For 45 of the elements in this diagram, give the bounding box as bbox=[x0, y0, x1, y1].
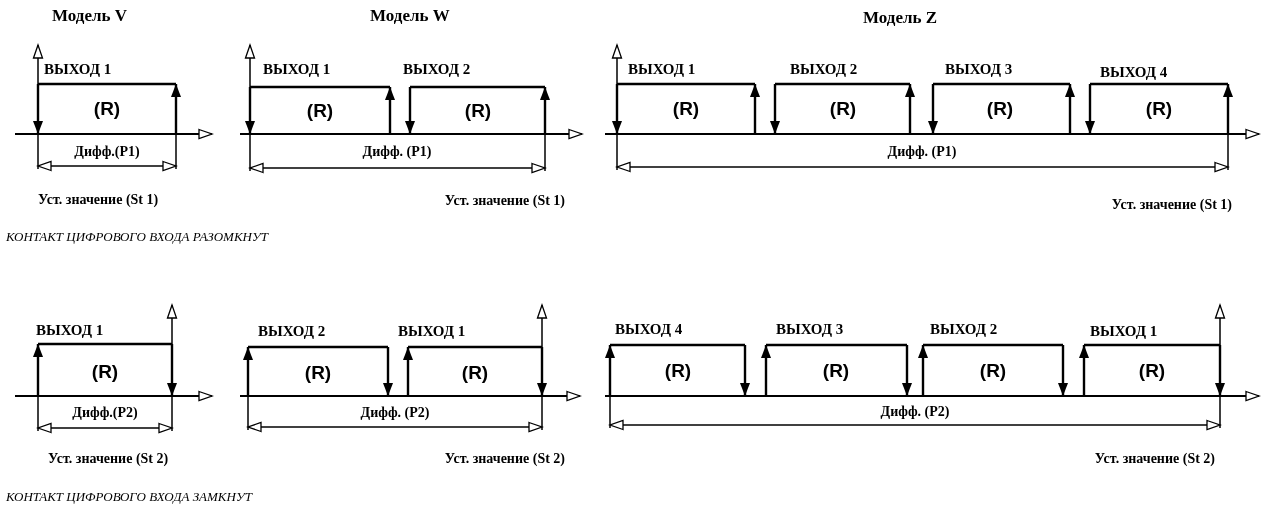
relay-label: (R) bbox=[304, 362, 332, 384]
output-label: ВЫХОД 3 bbox=[776, 321, 844, 338]
output-label: ВЫХОД 4 bbox=[615, 321, 683, 338]
relay-label: (R) bbox=[979, 360, 1007, 382]
setpoint-label: Уст. значение (St 2) bbox=[444, 451, 565, 467]
model-title: Модель W bbox=[370, 6, 450, 26]
output-label: ВЫХОД 2 bbox=[790, 61, 858, 78]
differential-label: Дифф.(P2) bbox=[70, 405, 140, 421]
relay-label: (R) bbox=[664, 360, 692, 382]
relay-label: (R) bbox=[91, 361, 119, 383]
output-label: ВЫХОД 2 bbox=[930, 321, 998, 338]
relay-label: (R) bbox=[93, 98, 121, 120]
output-label: ВЫХОД 1 bbox=[628, 61, 696, 78]
setpoint-label: Уст. значение (St 1) bbox=[1111, 197, 1232, 213]
differential-label: Дифф. (P2) bbox=[878, 404, 952, 420]
output-label: ВЫХОД 2 bbox=[403, 61, 471, 78]
output-label: ВЫХОД 1 bbox=[1090, 323, 1158, 340]
model-title: Модель Z bbox=[863, 8, 938, 28]
caption-note: КОНТАКТ ЦИФРОВОГО ВХОДА РАЗОМКНУТ bbox=[6, 229, 268, 245]
differential-label: Дифф.(P1) bbox=[72, 144, 142, 160]
setpoint-label: Уст. значение (St 1) bbox=[38, 192, 159, 208]
model-title: Модель V bbox=[52, 6, 128, 26]
setpoint-label: Уст. значение (St 2) bbox=[48, 451, 169, 467]
output-label: ВЫХОД 1 bbox=[398, 323, 466, 340]
relay-label: (R) bbox=[829, 98, 857, 120]
output-label: ВЫХОД 4 bbox=[1100, 64, 1168, 81]
relay-label: (R) bbox=[822, 360, 850, 382]
output-label: ВЫХОД 1 bbox=[263, 61, 331, 78]
differential-label: Дифф. (P2) bbox=[358, 405, 432, 421]
relay-label: (R) bbox=[672, 98, 700, 120]
output-label: ВЫХОД 1 bbox=[36, 322, 104, 339]
relay-label: (R) bbox=[986, 98, 1014, 120]
differential-label: Дифф. (P1) bbox=[360, 144, 434, 160]
setpoint-label: Уст. значение (St 1) bbox=[444, 193, 565, 209]
relay-label: (R) bbox=[1145, 98, 1173, 120]
relay-label: (R) bbox=[464, 100, 492, 122]
caption-note: КОНТАКТ ЦИФРОВОГО ВХОДА ЗАМКНУТ bbox=[6, 489, 252, 505]
setpoint-label: Уст. значение (St 2) bbox=[1094, 451, 1215, 467]
output-label: ВЫХОД 3 bbox=[945, 61, 1013, 78]
relay-label: (R) bbox=[1138, 360, 1166, 382]
output-label: ВЫХОД 2 bbox=[258, 323, 326, 340]
relay-label: (R) bbox=[461, 362, 489, 384]
relay-label: (R) bbox=[306, 100, 334, 122]
output-label: ВЫХОД 1 bbox=[44, 61, 112, 78]
differential-label: Дифф. (P1) bbox=[885, 144, 959, 160]
